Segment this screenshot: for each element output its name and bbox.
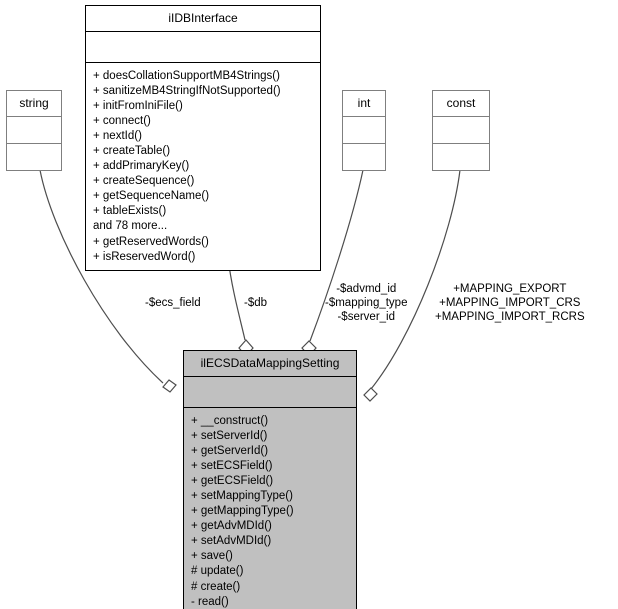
class-separator xyxy=(343,116,385,117)
edge-label-line: +MAPPING_EXPORT xyxy=(453,283,567,295)
operation-row-more: and 78 more... xyxy=(93,220,168,233)
class-attributes-int xyxy=(343,117,385,143)
operation-row: + doesCollationSupportMB4Strings() xyxy=(93,69,280,82)
operation-row: + setMappingType() xyxy=(191,489,293,502)
edge-label-int-attributes: -$advmd_id -$mapping_type -$server_id xyxy=(325,282,407,324)
class-box-int[interactable]: int xyxy=(342,90,386,171)
class-separator xyxy=(7,116,61,117)
class-attributes-string xyxy=(7,117,61,143)
edge-label-ecs-field: -$ecs_field xyxy=(145,296,201,310)
edge-label-db: -$db xyxy=(244,296,267,310)
class-separator xyxy=(184,407,356,408)
edge-label-line: -$ecs_field xyxy=(145,297,201,309)
operation-row: + getMappingType() xyxy=(191,505,294,518)
operation-row: + createTable() xyxy=(93,144,171,157)
class-title-ecs-data-mapping-setting: ilECSDataMappingSetting xyxy=(200,356,340,370)
operation-row: + setECSField() xyxy=(191,459,273,472)
edge-label-line: -$db xyxy=(244,297,268,309)
class-box-string[interactable]: string xyxy=(6,90,62,171)
operation-row: + setAdvMDId() xyxy=(191,535,272,548)
edge-label-line: -$advmd_id xyxy=(336,283,397,295)
operation-row: + setServerId() xyxy=(191,429,268,442)
operation-row: + save() xyxy=(191,550,233,563)
class-separator xyxy=(86,62,320,63)
edge-label-line: -$server_id xyxy=(337,311,395,323)
edge-label-line: +MAPPING_IMPORT_RCRS xyxy=(435,311,585,323)
class-title-int: int xyxy=(357,96,371,110)
operation-row: + getServerId() xyxy=(191,444,269,457)
operation-row: + getECSField() xyxy=(191,474,274,487)
class-box-const[interactable]: const xyxy=(432,90,490,171)
operation-row: + getSequenceName() xyxy=(93,190,210,203)
class-operations-idbinterface: + doesCollationSupportMB4Strings() + san… xyxy=(86,63,320,270)
class-operations-ecs-data-mapping-setting: + __construct() + setServerId() + getSer… xyxy=(184,408,356,609)
aggregation-diamond-const xyxy=(363,387,378,402)
class-separator xyxy=(343,143,385,144)
class-operations-int xyxy=(343,144,385,170)
class-box-ecs-data-mapping-setting[interactable]: ilECSDataMappingSetting + __construct() … xyxy=(183,350,357,609)
class-title-string: string xyxy=(19,96,49,110)
edge-label-line: -$mapping_type xyxy=(325,297,408,309)
class-box-idbinterface[interactable]: iIDBInterface + doesCollationSupportMB4S… xyxy=(85,5,321,272)
class-operations-const xyxy=(433,144,489,170)
operation-row: + isReservedWord() xyxy=(93,250,196,263)
class-separator xyxy=(433,116,489,117)
class-separator xyxy=(433,143,489,144)
operation-row: + getReservedWords() xyxy=(93,235,209,248)
operation-row: + __construct() xyxy=(191,414,269,427)
operation-row: + sanitizeMB4StringIfNotSupported() xyxy=(93,84,281,97)
class-title-const: const xyxy=(446,96,476,110)
class-separator xyxy=(184,376,356,377)
operation-row: + createSequence() xyxy=(93,175,195,188)
operation-row: + addPrimaryKey() xyxy=(93,160,190,173)
class-title-idbinterface: iIDBInterface xyxy=(168,11,238,25)
class-attributes-const xyxy=(433,117,489,143)
edge-label-const-constants: +MAPPING_EXPORT +MAPPING_IMPORT_CRS +MAP… xyxy=(435,282,585,324)
class-attributes-ecs-data-mapping-setting xyxy=(184,377,356,407)
operation-row: + getAdvMDId() xyxy=(191,520,272,533)
operation-row: + tableExists() xyxy=(93,205,167,218)
operation-row: + initFromIniFile() xyxy=(93,99,183,112)
operation-row: + nextId() xyxy=(93,129,142,142)
edge-const-to-setting xyxy=(370,169,461,390)
edge-label-line: +MAPPING_IMPORT_CRS xyxy=(439,297,581,309)
aggregation-diamond-string xyxy=(162,379,177,393)
class-attributes-idbinterface xyxy=(86,32,320,62)
operation-row: + connect() xyxy=(93,114,151,127)
operation-row: # create() xyxy=(191,580,241,593)
operation-row: # update() xyxy=(191,565,244,578)
class-separator xyxy=(86,31,320,32)
class-operations-string xyxy=(7,144,61,170)
class-separator xyxy=(7,143,61,144)
operation-row: - read() xyxy=(191,595,229,608)
